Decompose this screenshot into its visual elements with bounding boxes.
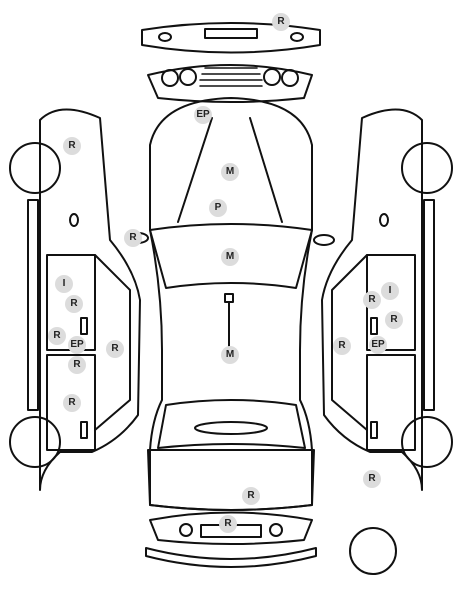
front-lamp-l bbox=[179, 523, 193, 537]
marker-hood-center[interactable]: M bbox=[221, 163, 239, 181]
right-fuel-cap bbox=[379, 213, 389, 227]
mirror-right bbox=[313, 234, 335, 246]
marker-left-rear-door-r1[interactable]: R bbox=[68, 356, 86, 374]
front-bumper-outline bbox=[145, 547, 317, 568]
right-rear-door bbox=[366, 354, 416, 451]
left-sill bbox=[27, 199, 39, 411]
marker-hood-front[interactable]: EP bbox=[194, 106, 212, 124]
rear-lamp-r1 bbox=[263, 68, 281, 86]
top-view bbox=[127, 97, 335, 511]
left-rear-door bbox=[46, 354, 96, 451]
marker-right-door-r1[interactable]: R bbox=[363, 291, 381, 309]
marker-rear-bumper-top[interactable]: R bbox=[272, 13, 290, 31]
right-window bbox=[331, 254, 368, 431]
front-lamp-r bbox=[269, 523, 283, 537]
rear-view bbox=[141, 22, 321, 103]
spare-wheel bbox=[349, 527, 397, 575]
trunk-lid bbox=[147, 449, 315, 511]
rear-lamp-l1 bbox=[161, 69, 179, 87]
marker-right-rear-fender[interactable]: R bbox=[363, 470, 381, 488]
marker-left-pillar-ep[interactable]: EP bbox=[68, 336, 86, 354]
rear-lamp-l2 bbox=[179, 68, 197, 86]
marker-roof-rear[interactable]: M bbox=[221, 346, 239, 364]
right-door-handle-front bbox=[370, 317, 378, 335]
marker-hood-lower[interactable]: P bbox=[209, 199, 227, 217]
marker-right-door-i[interactable]: I bbox=[381, 282, 399, 300]
marker-right-pillar-ep[interactable]: EP bbox=[369, 336, 387, 354]
marker-left-door-r1[interactable]: R bbox=[65, 295, 83, 313]
left-body bbox=[39, 108, 141, 491]
marker-left-sill-r[interactable]: R bbox=[106, 340, 124, 358]
marker-roof-front[interactable]: M bbox=[221, 248, 239, 266]
left-door-handle-rear bbox=[80, 421, 88, 439]
left-front-wheel bbox=[9, 142, 61, 194]
hood-line-right bbox=[249, 117, 283, 223]
rear-light-right bbox=[290, 32, 304, 42]
marker-left-door-i[interactable]: I bbox=[55, 275, 73, 293]
rear-spoiler bbox=[194, 421, 268, 435]
windshield bbox=[149, 223, 313, 289]
rear-light-left bbox=[158, 32, 172, 42]
marker-trunk[interactable]: R bbox=[242, 487, 260, 505]
rear-bumper-outline bbox=[141, 22, 321, 54]
marker-right-door-r2[interactable]: R bbox=[385, 311, 403, 329]
rear-plate bbox=[204, 28, 258, 39]
marker-right-sill-r[interactable]: R bbox=[333, 337, 351, 355]
right-door-handle-rear bbox=[370, 421, 378, 439]
right-sill bbox=[423, 199, 435, 411]
front-panel bbox=[149, 511, 313, 545]
marker-front-bumper[interactable]: R bbox=[219, 515, 237, 533]
right-rear-wheel bbox=[401, 416, 453, 468]
marker-left-door-r2[interactable]: R bbox=[48, 327, 66, 345]
rear-lamp-r2 bbox=[281, 69, 299, 87]
left-rear-wheel bbox=[9, 416, 61, 468]
marker-left-mirror[interactable]: R bbox=[124, 229, 142, 247]
rear-panel bbox=[147, 64, 313, 103]
marker-left-front-fender[interactable]: R bbox=[63, 137, 81, 155]
left-fuel-cap bbox=[69, 213, 79, 227]
right-front-wheel bbox=[401, 142, 453, 194]
left-door-handle-front bbox=[80, 317, 88, 335]
hood-line-left bbox=[177, 117, 213, 223]
rear-window bbox=[157, 399, 306, 449]
left-window bbox=[94, 254, 131, 431]
body-outline bbox=[149, 97, 313, 511]
marker-left-rear-door-r2[interactable]: R bbox=[63, 394, 81, 412]
right-side-view bbox=[321, 108, 453, 491]
antenna-base bbox=[224, 293, 234, 303]
